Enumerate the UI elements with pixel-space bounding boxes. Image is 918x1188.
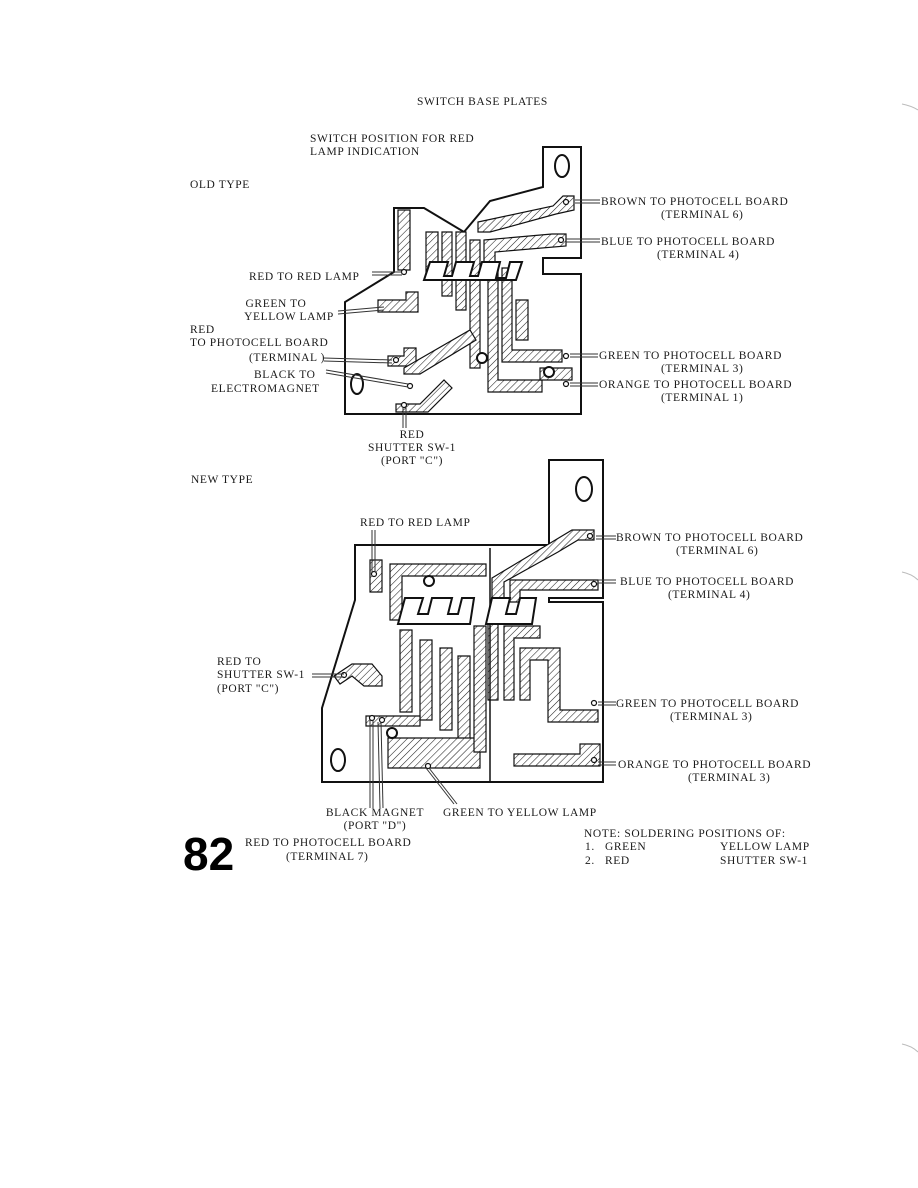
old-black-line2: ELECTROMAGNET [211,383,320,395]
old-rivet-center [476,352,488,364]
old-mounting-hole-left [350,373,364,395]
new-type-base-plate [312,459,616,809]
new-red-lamp-label: RED TO RED LAMP [360,517,471,529]
old-red-photocell-line1: RED [190,324,215,336]
new-red-photocell-line2: (TERMINAL 7) [286,851,369,863]
new-brown-terminal: (TERMINAL 6) [676,545,759,557]
switch-position-caption-line1: SWITCH POSITION FOR RED [310,133,475,145]
old-red-shutter-line3: (PORT "C") [380,455,444,467]
new-switch-contacts [396,597,538,625]
new-green-terminal: (TERMINAL 3) [670,711,753,723]
note-row-1-color: GREEN [605,841,647,853]
old-red-shutter-line1: RED [399,429,425,441]
old-type-base-plate [323,146,600,428]
new-mounting-hole-left [330,748,346,772]
scan-edge-marks [901,103,918,1053]
new-green-label: GREEN TO PHOTOCELL BOARD [616,698,799,710]
new-orange-label: ORANGE TO PHOTOCELL BOARD [618,759,812,771]
old-orange-terminal: (TERMINAL 1) [661,392,744,404]
old-switch-contacts [422,261,524,281]
old-blue-terminal: (TERMINAL 4) [657,249,740,261]
note-row-2-item: SHUTTER SW-1 [720,855,809,867]
new-blue-label: BLUE TO PHOTOCELL BOARD [620,576,795,588]
new-black-magnet-line2: (PORT "D") [343,820,407,832]
old-conductor-traces [377,195,575,413]
page-title: SWITCH BASE PLATES [417,96,548,108]
old-brown-label: BROWN TO PHOTOCELL BOARD [601,196,789,208]
note-row-1-num: 1. [585,841,595,853]
old-green-photocell-terminal: (TERMINAL 3) [661,363,744,375]
old-red-shutter-line2: SHUTTER SW-1 [367,442,457,454]
new-rivet-top [423,575,435,587]
old-rivet-right [543,366,555,378]
new-green-yellow-label: GREEN TO YELLOW LAMP [443,807,597,819]
old-green-yellow-line2: YELLOW LAMP [244,311,334,323]
new-red-shutter-line2: SHUTTER SW-1 [217,669,306,681]
note-row-2-color: RED [605,855,630,867]
old-orange-label: ORANGE TO PHOTOCELL BOARD [599,379,793,391]
note-row-2-num: 2. [585,855,595,867]
new-type-heading: NEW TYPE [191,474,254,486]
note-title: NOTE: SOLDERING POSITIONS OF: [584,828,786,840]
new-red-photocell-line1: RED TO PHOTOCELL BOARD [245,837,412,849]
new-brown-label: BROWN TO PHOTOCELL BOARD [616,532,804,544]
old-blue-label: BLUE TO PHOTOCELL BOARD [601,236,776,248]
new-orange-terminal: (TERMINAL 3) [688,772,771,784]
old-mounting-hole-top [554,154,570,178]
old-red-photocell-line2: TO PHOTOCELL BOARD [190,337,329,349]
new-black-magnet-line1: BLACK MAGNET [325,807,425,819]
old-green-photocell-label: GREEN TO PHOTOCELL BOARD [599,350,782,362]
switch-position-caption-line2: LAMP INDICATION [310,146,420,158]
note-row-1-item: YELLOW LAMP [720,841,810,853]
new-rivet-bottom [386,727,398,739]
old-black-line1: BLACK TO [254,369,316,381]
page-number: 82 [183,828,235,880]
new-red-shutter-line3: (PORT "C") [217,683,280,695]
old-red-photocell-line3: (TERMINAL ) [249,352,326,364]
new-mounting-hole-top [575,476,593,502]
old-red-lamp-label: RED TO RED LAMP [249,271,360,283]
new-blue-terminal: (TERMINAL 4) [668,589,751,601]
new-red-shutter-line1: RED TO [217,656,262,668]
old-type-heading: OLD TYPE [190,179,250,191]
old-green-yellow-line1: GREEN TO [245,298,307,310]
old-brown-terminal: (TERMINAL 6) [661,209,744,221]
